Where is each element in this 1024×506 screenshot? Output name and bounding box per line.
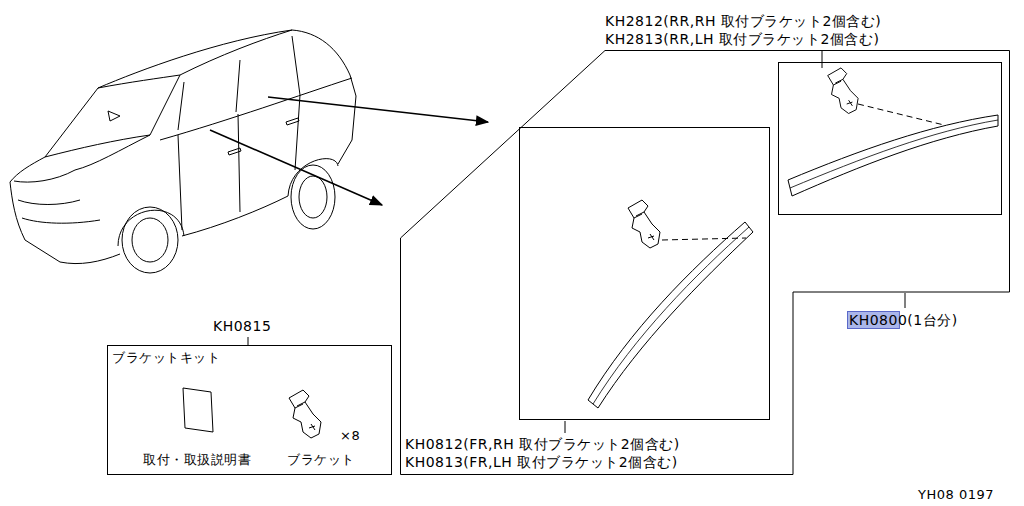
- car-a-pillar: [98, 30, 292, 135]
- part-number: KH0812(FR,RH 取付ブラケット2個含む): [405, 436, 680, 452]
- car-grille: [18, 200, 100, 223]
- pointer-arrow: [268, 97, 488, 122]
- part-number: KH2812(RR,RH 取付ブラケット2個含む): [605, 13, 881, 29]
- part-number: KH0800(1台分): [849, 312, 958, 328]
- car-wheel-hub: [132, 218, 168, 262]
- rear-part-box: KH2812(RR,RH 取付ブラケット2個含む)KH2813(RR,LH 取付…: [778, 62, 1002, 215]
- car-belt-line: [160, 78, 352, 140]
- assembly-outline: KH0800(1台分) KH2812(RR,RH 取付ブラケット2個含む)KH28…: [400, 50, 1010, 475]
- car-mirror: [108, 111, 120, 121]
- car-rear: [338, 75, 356, 164]
- rear-moulding: [788, 115, 998, 196]
- front-part-box: KH0812(FR,RH 取付ブラケット2個含む)KH0813(FR,LH 取付…: [519, 127, 770, 420]
- door-moulding-mark: [228, 118, 299, 155]
- car-wheel: [122, 207, 178, 273]
- leader-line: [248, 337, 249, 345]
- instruction-sheet-icon: [183, 388, 213, 432]
- leader-line: [905, 293, 906, 308]
- leader-line: [822, 50, 823, 68]
- dashed-guide: [858, 104, 944, 125]
- car-side-window: [178, 36, 300, 130]
- car-door-lines: [178, 95, 300, 230]
- kit-box: KH0815ブラケットキット×8取付・取扱説明書ブラケット: [107, 345, 392, 475]
- car-wheel-hub: [299, 176, 327, 218]
- car-illustration: [10, 30, 356, 273]
- car-headlight: [14, 170, 75, 182]
- front-moulding-edge: [593, 227, 749, 404]
- car-front: [10, 182, 120, 264]
- outline-polygon: [401, 51, 1010, 475]
- dashed-guide: [662, 238, 746, 240]
- outline-shape: [400, 50, 1010, 475]
- car-hood: [10, 135, 150, 182]
- leader-line: [565, 421, 566, 433]
- part-number: KH0815: [213, 318, 271, 334]
- figure-code: YH08 0197: [918, 487, 994, 503]
- item-label: ブラケット: [287, 452, 355, 468]
- car-rocker: [182, 196, 288, 236]
- bracket-clip: [828, 68, 858, 114]
- item-label: 取付・取扱説明書: [143, 452, 251, 468]
- part-number: KH0813(FR,LH 取付ブラケット2個含む): [405, 454, 678, 470]
- bracket-clip: [289, 390, 321, 438]
- quantity: ×8: [340, 428, 360, 444]
- kit-title: ブラケットキット: [112, 350, 220, 366]
- rear-moulding-edge: [790, 120, 998, 188]
- bracket-clip: [628, 200, 660, 248]
- part-number: KH2813(RR,LH 取付ブラケット2個含む): [605, 31, 879, 47]
- pointer-arrow: [210, 130, 382, 205]
- car-cowl: [45, 135, 150, 157]
- front-moulding: [588, 222, 753, 408]
